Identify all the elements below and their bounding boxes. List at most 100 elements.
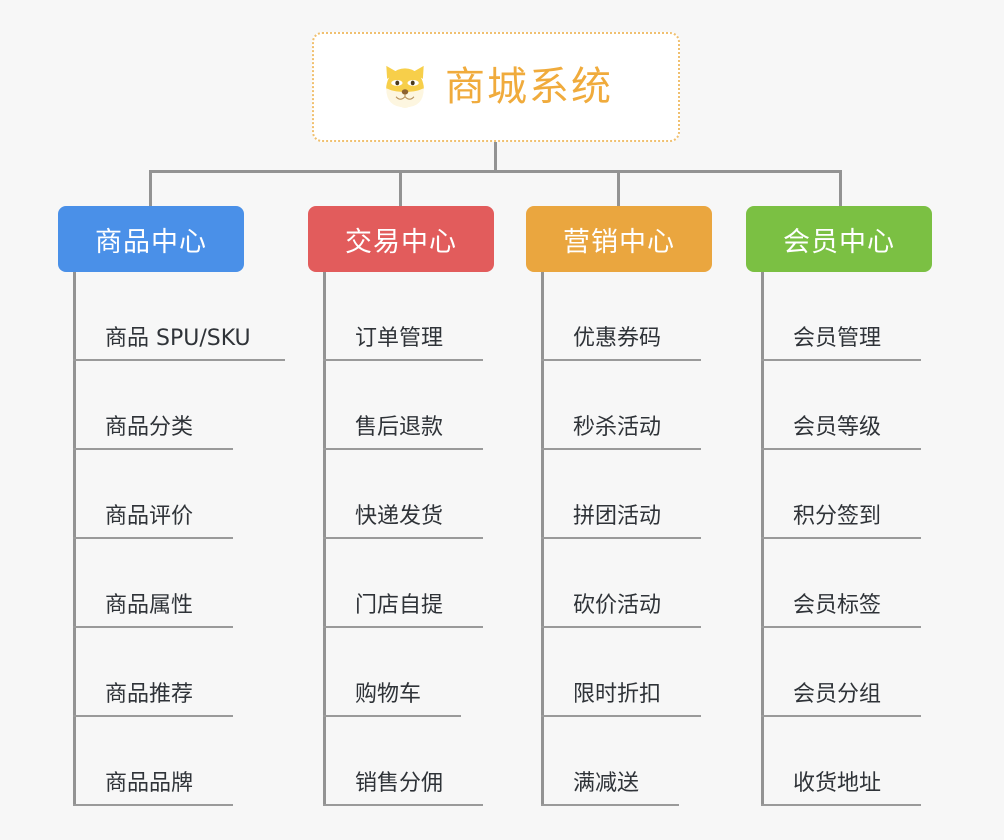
branch-column-trade-center: 交易中心订单管理售后退款快递发货门店自提购物车销售分佣: [308, 206, 494, 806]
leaf-item[interactable]: 商品分类: [73, 361, 251, 450]
leaf-item-label: 商品 SPU/SKU: [105, 326, 251, 351]
leaf-item[interactable]: 砍价活动: [541, 539, 701, 628]
leaf-item-label: 会员管理: [793, 326, 882, 351]
leaf-item[interactable]: 积分签到: [761, 450, 921, 539]
connector-branch-stem-2: [399, 170, 402, 208]
leaf-item[interactable]: 收货地址: [761, 717, 921, 806]
leaf-item-underline: [541, 804, 679, 806]
leaf-item-underline: [73, 537, 233, 539]
leaf-item-label: 会员标签: [793, 593, 882, 618]
leaf-item-label: 收货地址: [793, 771, 882, 796]
branch-header-label: 会员中心: [783, 226, 895, 258]
leaf-item-label: 积分签到: [793, 504, 882, 529]
leaf-item-label: 快递发货: [355, 504, 444, 529]
leaf-item-underline: [541, 537, 701, 539]
connector-branch-stem-4: [839, 170, 842, 208]
leaf-item-label: 订单管理: [355, 326, 444, 351]
leaf-item-underline: [761, 804, 921, 806]
leaf-item-underline: [323, 359, 483, 361]
leaf-item-underline: [73, 804, 233, 806]
leaf-item[interactable]: 会员管理: [761, 272, 921, 361]
leaf-item-label: 优惠券码: [573, 326, 662, 351]
leaf-item[interactable]: 购物车: [323, 628, 461, 717]
connector-branch-stem-3: [617, 170, 620, 208]
leaf-item-underline: [541, 715, 701, 717]
branch-header-label: 营销中心: [563, 226, 675, 258]
leaf-item-label: 会员等级: [793, 415, 882, 440]
leaf-item-label: 售后退款: [355, 415, 444, 440]
leaf-item-underline: [73, 448, 233, 450]
leaf-item[interactable]: 商品属性: [73, 539, 251, 628]
root-node-label: 商城系统: [445, 64, 613, 110]
shiba-dog-face-icon: [386, 65, 424, 108]
leaf-item-label: 拼团活动: [573, 504, 662, 529]
leaf-item-underline: [323, 715, 461, 717]
branch-header-product-center[interactable]: 商品中心: [58, 206, 244, 272]
leaf-item-label: 商品评价: [105, 504, 194, 529]
leaf-item-underline: [323, 448, 483, 450]
leaf-item-underline: [323, 626, 483, 628]
leaf-list-product-center: 商品 SPU/SKU 商品分类商品评价商品属性商品推荐商品品牌: [73, 272, 285, 806]
leaf-item-underline: [761, 715, 921, 717]
leaf-item[interactable]: 会员等级: [761, 361, 921, 450]
leaf-item-label: 商品分类: [105, 415, 194, 440]
leaf-item-label: 门店自提: [355, 593, 444, 618]
leaf-item-underline: [761, 626, 921, 628]
leaf-item[interactable]: 会员标签: [761, 539, 921, 628]
leaf-item-underline: [541, 626, 701, 628]
leaf-item-label: 限时折扣: [573, 682, 662, 707]
leaf-item-underline: [73, 715, 233, 717]
leaf-item-underline: [761, 448, 921, 450]
leaf-item[interactable]: 会员分组: [761, 628, 921, 717]
leaf-item[interactable]: 售后退款: [323, 361, 483, 450]
leaf-item-label: 商品属性: [105, 593, 194, 618]
leaf-item[interactable]: 商品品牌: [73, 717, 251, 806]
connector-root-stem: [494, 142, 497, 172]
leaf-item-label: 会员分组: [793, 682, 882, 707]
leaf-item[interactable]: 商品推荐: [73, 628, 251, 717]
branch-trunk-marketing-center: [541, 272, 544, 806]
leaf-item-underline: [761, 537, 921, 539]
leaf-item-underline: [323, 537, 483, 539]
leaf-list-member-center: 会员管理会员等级积分签到会员标签会员分组收货地址: [761, 272, 921, 806]
leaf-item-label: 砍价活动: [573, 593, 662, 618]
leaf-item-label: 秒杀活动: [573, 415, 662, 440]
branch-trunk-member-center: [761, 272, 764, 806]
leaf-item[interactable]: 快递发货: [323, 450, 483, 539]
branch-column-product-center: 商品中心商品 SPU/SKU 商品分类商品评价商品属性商品推荐商品品牌: [58, 206, 285, 806]
branch-header-label: 交易中心: [345, 226, 457, 258]
leaf-item[interactable]: 拼团活动: [541, 450, 701, 539]
leaf-item[interactable]: 销售分佣: [323, 717, 483, 806]
leaf-item-label: 购物车: [355, 682, 422, 707]
leaf-item-underline: [73, 626, 233, 628]
connector-branch-stem-1: [149, 170, 152, 208]
branch-header-label: 商品中心: [95, 226, 207, 258]
branch-header-member-center[interactable]: 会员中心: [746, 206, 932, 272]
leaf-item-underline: [541, 359, 701, 361]
branch-column-member-center: 会员中心会员管理会员等级积分签到会员标签会员分组收货地址: [746, 206, 932, 806]
leaf-item-underline: [323, 804, 483, 806]
root-node-mall-system[interactable]: 商城系统: [312, 32, 680, 142]
leaf-list-marketing-center: 优惠券码秒杀活动拼团活动砍价活动限时折扣满减送: [541, 272, 701, 806]
branch-header-trade-center[interactable]: 交易中心: [308, 206, 494, 272]
leaf-item-label: 商品推荐: [105, 682, 194, 707]
leaf-item[interactable]: 秒杀活动: [541, 361, 701, 450]
connector-horizontal-bus: [149, 170, 842, 173]
leaf-item-label: 商品品牌: [105, 771, 194, 796]
leaf-list-trade-center: 订单管理售后退款快递发货门店自提购物车销售分佣: [323, 272, 483, 806]
leaf-item-underline: [761, 359, 921, 361]
leaf-item[interactable]: 商品评价: [73, 450, 251, 539]
leaf-item[interactable]: 商品 SPU/SKU: [73, 272, 285, 361]
leaf-item[interactable]: 满减送: [541, 717, 679, 806]
branch-header-marketing-center[interactable]: 营销中心: [526, 206, 712, 272]
leaf-item[interactable]: 门店自提: [323, 539, 483, 628]
leaf-item[interactable]: 优惠券码: [541, 272, 701, 361]
leaf-item[interactable]: 限时折扣: [541, 628, 701, 717]
leaf-item[interactable]: 订单管理: [323, 272, 483, 361]
leaf-item-label: 满减送: [573, 771, 640, 796]
leaf-item-underline: [541, 448, 701, 450]
leaf-item-label: 销售分佣: [355, 771, 444, 796]
branch-trunk-trade-center: [323, 272, 326, 806]
branch-trunk-product-center: [73, 272, 76, 806]
